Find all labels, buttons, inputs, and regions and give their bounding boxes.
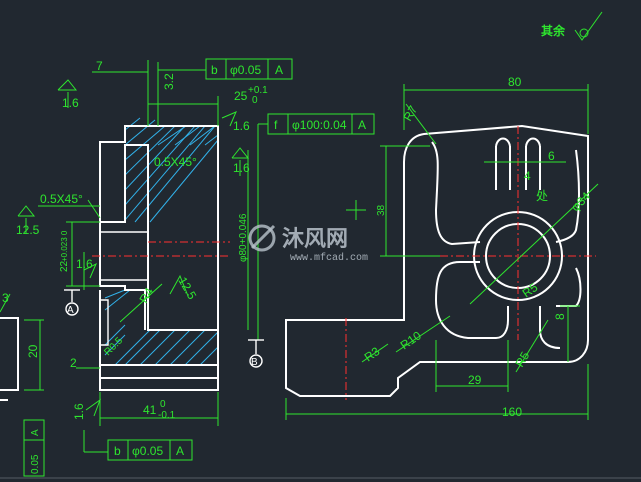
fcf-left-tol: 0.05	[30, 454, 41, 474]
left-partial: 3 20	[0, 291, 44, 401]
section-upper-outline	[99, 125, 219, 331]
datum-a-letter: A	[67, 305, 74, 316]
boss-note: 处	[536, 189, 548, 203]
dim-8: 8	[553, 305, 580, 362]
fcf-left-side: 0.05 A	[23, 419, 45, 477]
dim-vertical-phi: φ80+0.046	[238, 150, 249, 330]
dim-3-left-label: 3	[2, 291, 9, 305]
fcf-top-ref: A	[275, 63, 283, 77]
fcf-right: f φ100:0.04 A	[257, 113, 375, 340]
fcf-top-tol: φ0.05	[230, 63, 261, 77]
rest-note: 其余	[541, 23, 566, 38]
dim-160-label: 160	[502, 405, 522, 419]
dia-vert-label: φ80+0.046	[238, 213, 249, 262]
datum-b-marker: B	[248, 339, 264, 368]
chamfer-left: 0.5X45°	[38, 192, 101, 219]
hatch-bottom	[104, 289, 219, 366]
r7-label: R7	[400, 103, 420, 124]
chamfer-top: 0.5X45°	[154, 155, 197, 169]
rough-1-6-a-label: 1.6	[62, 96, 79, 110]
watermark: 沐风网 www.mfcad.com	[248, 224, 368, 264]
dim-38: 38	[346, 145, 440, 257]
datum-b-letter: B	[251, 357, 258, 368]
roughness-1-6-e: 1.6	[72, 398, 102, 420]
r3-label: R3	[362, 344, 383, 364]
fcf-top-letter: b	[211, 63, 218, 77]
fcf-bottom-ref: A	[176, 444, 184, 458]
dim-29: 29	[435, 340, 509, 392]
dim-8-label: 8	[553, 313, 567, 320]
dim-20-label: 20	[26, 344, 40, 358]
fcf-bottom-letter: b	[114, 444, 121, 458]
dim-7-label: 7	[96, 59, 103, 73]
roughness-1-6-d: 1.6	[76, 252, 97, 290]
dim-41-tol-up: 0	[160, 399, 166, 410]
roughness-1-6-b: 1.6	[221, 111, 250, 133]
r5-a-label: R5	[520, 280, 541, 300]
r5-b-callout: R5	[512, 319, 549, 373]
roughness-12-5-a: 12.5	[16, 205, 40, 237]
fcf-left-ref: A	[30, 429, 41, 436]
fcf-right-letter: f	[274, 118, 278, 132]
dim-7: 7	[92, 59, 149, 126]
dim-38-label: 38	[376, 204, 387, 216]
r4-label: R4	[136, 285, 156, 306]
roughness-12-5-b: 12.5	[169, 275, 199, 303]
dim-25-label: 25	[234, 89, 248, 103]
roughness-1-6-c: 1.6	[231, 147, 250, 176]
dim-25-tol-dn: 0	[252, 95, 258, 106]
dim-6-label: 6	[548, 149, 555, 163]
fcf-bottom-tol: φ0.05	[132, 444, 163, 458]
rough-12-5-a-label: 12.5	[16, 223, 40, 237]
dim-22: 22 +0.023 0	[59, 221, 100, 287]
dim-2: 2	[70, 356, 100, 370]
roughness-1-6-a: 1.6	[57, 79, 79, 110]
watermark-url: www.mfcad.com	[290, 252, 368, 264]
datum-a-marker: A	[64, 289, 80, 316]
fcf-top: b φ0.05 A	[158, 58, 293, 80]
r5-b-label: R5	[512, 349, 532, 370]
dim-41: 41 0 -0.1	[99, 392, 219, 426]
dim-4-label: 4	[524, 169, 531, 183]
fcf-bottom: b φ0.05 A	[83, 430, 193, 461]
rough-1-6-d-label: 1.6	[76, 257, 93, 271]
dim-29-label: 29	[468, 373, 482, 387]
dim-6: 6 4 处	[484, 149, 566, 203]
watermark-brand: 沐风网	[282, 226, 348, 251]
dim-2-label: 2	[70, 356, 77, 370]
rough-1-6-b-label: 1.6	[233, 119, 250, 133]
r10-callout: R10	[395, 315, 451, 352]
rough-1-6-c-label: 1.6	[233, 161, 250, 175]
dim-3-2: 3.2	[157, 62, 176, 126]
rough-12-5-b-label: 12.5	[175, 275, 199, 303]
rough-1-6-e-label: 1.6	[72, 403, 86, 420]
watermark-logo-icon	[248, 224, 276, 252]
dim-22-tol: +0.023 0	[60, 230, 69, 262]
dim-25: 25 +0.1 0	[148, 85, 268, 126]
dim-3-2-label: 3.2	[162, 73, 176, 90]
r7-callout: R7	[400, 103, 437, 145]
phi34-label: φ34	[568, 189, 593, 214]
section-view	[92, 117, 230, 391]
front-view-outline	[285, 124, 589, 397]
fcf-right-tol: φ100:0.04	[292, 118, 347, 132]
dim-41-label: 41	[143, 403, 157, 417]
dim-25-tol-up: +0.1	[248, 85, 268, 96]
hatch-top	[124, 117, 219, 223]
fcf-right-ref: A	[358, 118, 366, 132]
chamfer-left-label: 0.5X45°	[40, 192, 83, 206]
roughness-symbol-rest	[574, 11, 603, 41]
dim-22-label: 22	[59, 260, 70, 272]
dim-160: 160	[285, 364, 589, 420]
r3-callout: R3	[362, 343, 389, 364]
dim-80: 80	[403, 75, 589, 134]
dim-80-label: 80	[508, 75, 522, 89]
dim-41-tol-dn: -0.1	[158, 410, 176, 421]
